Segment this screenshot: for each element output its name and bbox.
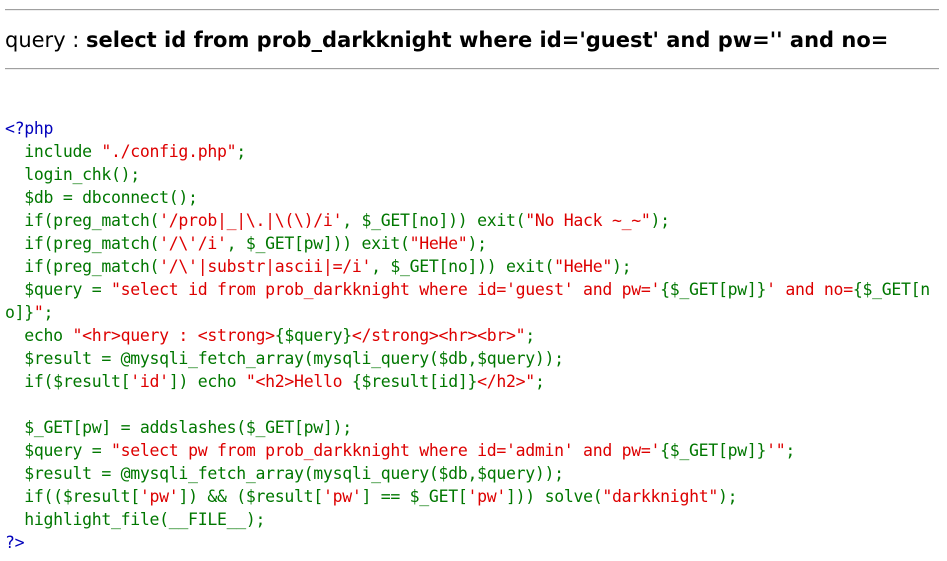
code-token: </strong><hr><br>"	[351, 326, 526, 345]
code-token: if(preg_match(	[5, 257, 160, 276]
code-line: $result = @mysqli_fetch_array(mysqli_que…	[5, 462, 940, 485]
highlighted-source-code: <?php include "./config.php"; login_chk(…	[5, 117, 940, 554]
code-token: include	[5, 142, 102, 161]
code-token: '/\'|substr|ascii|=/i'	[159, 257, 372, 276]
query-label: query :	[5, 28, 87, 52]
code-token: highlight_file(__FILE__);	[5, 510, 266, 529]
code-token: );	[717, 487, 738, 506]
code-token: , $_GET[pw])) exit(	[226, 234, 410, 253]
code-line: if(preg_match('/\'|substr|ascii|=/i', $_…	[5, 255, 940, 278]
code-token: $db = dbconnect();	[5, 188, 198, 207]
code-token: 'id'	[130, 372, 169, 391]
code-token: if(preg_match(	[5, 234, 160, 253]
code-token: ;	[43, 303, 54, 322]
code-token: $result = @mysqli_fetch_array(mysqli_que…	[5, 349, 564, 368]
code-token: ;	[236, 142, 246, 161]
top-divider	[5, 9, 939, 11]
code-token: "HeHe"	[554, 257, 612, 276]
code-token: if(preg_match(	[5, 211, 160, 230]
code-token: {$_GET[pw]}	[660, 280, 767, 299]
code-token: "darkknight"	[602, 487, 718, 506]
code-token: <?php	[5, 119, 54, 138]
code-line: $result = @mysqli_fetch_array(mysqli_que…	[5, 347, 940, 370]
code-token: ;	[534, 372, 545, 391]
code-token: "select pw from prob_darkknight where id…	[111, 441, 661, 460]
code-token: {$result[id]}	[351, 372, 478, 391]
code-token: '/\'/i'	[159, 234, 227, 253]
code-token: 'pw'	[467, 487, 507, 506]
code-token: '/prob|_|\.|\(\)/i'	[159, 211, 343, 230]
code-token: $query =	[5, 441, 111, 460]
code-token: , $_GET[no])) exit(	[342, 211, 526, 230]
code-token: login_chk();	[5, 165, 140, 184]
code-token: );	[611, 257, 632, 276]
code-token: $result = @mysqli_fetch_array(mysqli_que…	[5, 464, 564, 483]
code-line: ?>	[5, 531, 940, 554]
code-token: ' and no=	[766, 280, 853, 299]
code-token: if($result[	[5, 372, 131, 391]
code-token: );	[650, 211, 671, 230]
code-token: ] == $_GET[	[361, 487, 468, 506]
code-token: ])) solve(	[506, 487, 603, 506]
code-line: if(preg_match('/\'/i', $_GET[pw])) exit(…	[5, 232, 940, 255]
code-token: ;	[785, 441, 796, 460]
code-token: echo	[5, 326, 73, 345]
code-line	[5, 393, 940, 416]
code-token: "HeHe"	[409, 234, 468, 253]
code-line: if($result['id']) echo "<h2>Hello {$resu…	[5, 370, 940, 393]
code-token: "No Hack ~_~"	[525, 211, 651, 230]
code-token: , $_GET[no])) exit(	[371, 257, 555, 276]
code-token: ?>	[5, 533, 25, 552]
code-token: "select id from prob_darkknight where id…	[111, 280, 661, 299]
code-line: include "./config.php";	[5, 140, 940, 163]
code-token: </h2>"	[477, 372, 535, 391]
code-token: ]) && ($result[	[178, 487, 323, 506]
code-line: <?php	[5, 117, 940, 140]
code-line: $_GET[pw] = addslashes($_GET[pw]);	[5, 416, 940, 439]
code-token: {$query}	[274, 326, 352, 345]
code-token: ;	[525, 326, 535, 345]
code-token: 'pw'	[322, 487, 362, 506]
code-line: if(($result['pw']) && ($result['pw'] == …	[5, 485, 940, 508]
code-token: '"	[766, 441, 786, 460]
code-token: {$_GET[pw]}	[660, 441, 767, 460]
code-token: if(($result[	[5, 487, 140, 506]
code-line: highlight_file(__FILE__);	[5, 508, 940, 531]
code-token: {$_GET[no]}	[5, 280, 930, 322]
code-line: if(preg_match('/prob|_|\.|\(\)/i', $_GET…	[5, 209, 940, 232]
code-line: echo "<hr>query : <strong>{$query}</stro…	[5, 324, 940, 347]
code-line: $query = "select id from prob_darkknight…	[5, 278, 940, 324]
code-token: "<hr>query : <strong>	[72, 326, 275, 345]
code-token: "	[33, 303, 44, 322]
code-line: login_chk();	[5, 163, 940, 186]
code-line: $query = "select pw from prob_darkknight…	[5, 439, 940, 462]
query-value: select id from prob_darkknight where id=…	[86, 28, 889, 52]
code-line: $db = dbconnect();	[5, 186, 940, 209]
query-display: query : select id from prob_darkknight w…	[5, 28, 888, 52]
code-token: 'pw'	[139, 487, 179, 506]
code-token: "./config.php"	[101, 142, 237, 161]
code-token: $query =	[5, 280, 111, 299]
code-token: ]) echo	[168, 372, 246, 391]
bottom-divider	[5, 68, 939, 70]
code-token: $_GET[pw] = addslashes($_GET[pw]);	[5, 418, 352, 437]
code-token: );	[467, 234, 487, 253]
code-token: "<h2>Hello	[245, 372, 352, 391]
